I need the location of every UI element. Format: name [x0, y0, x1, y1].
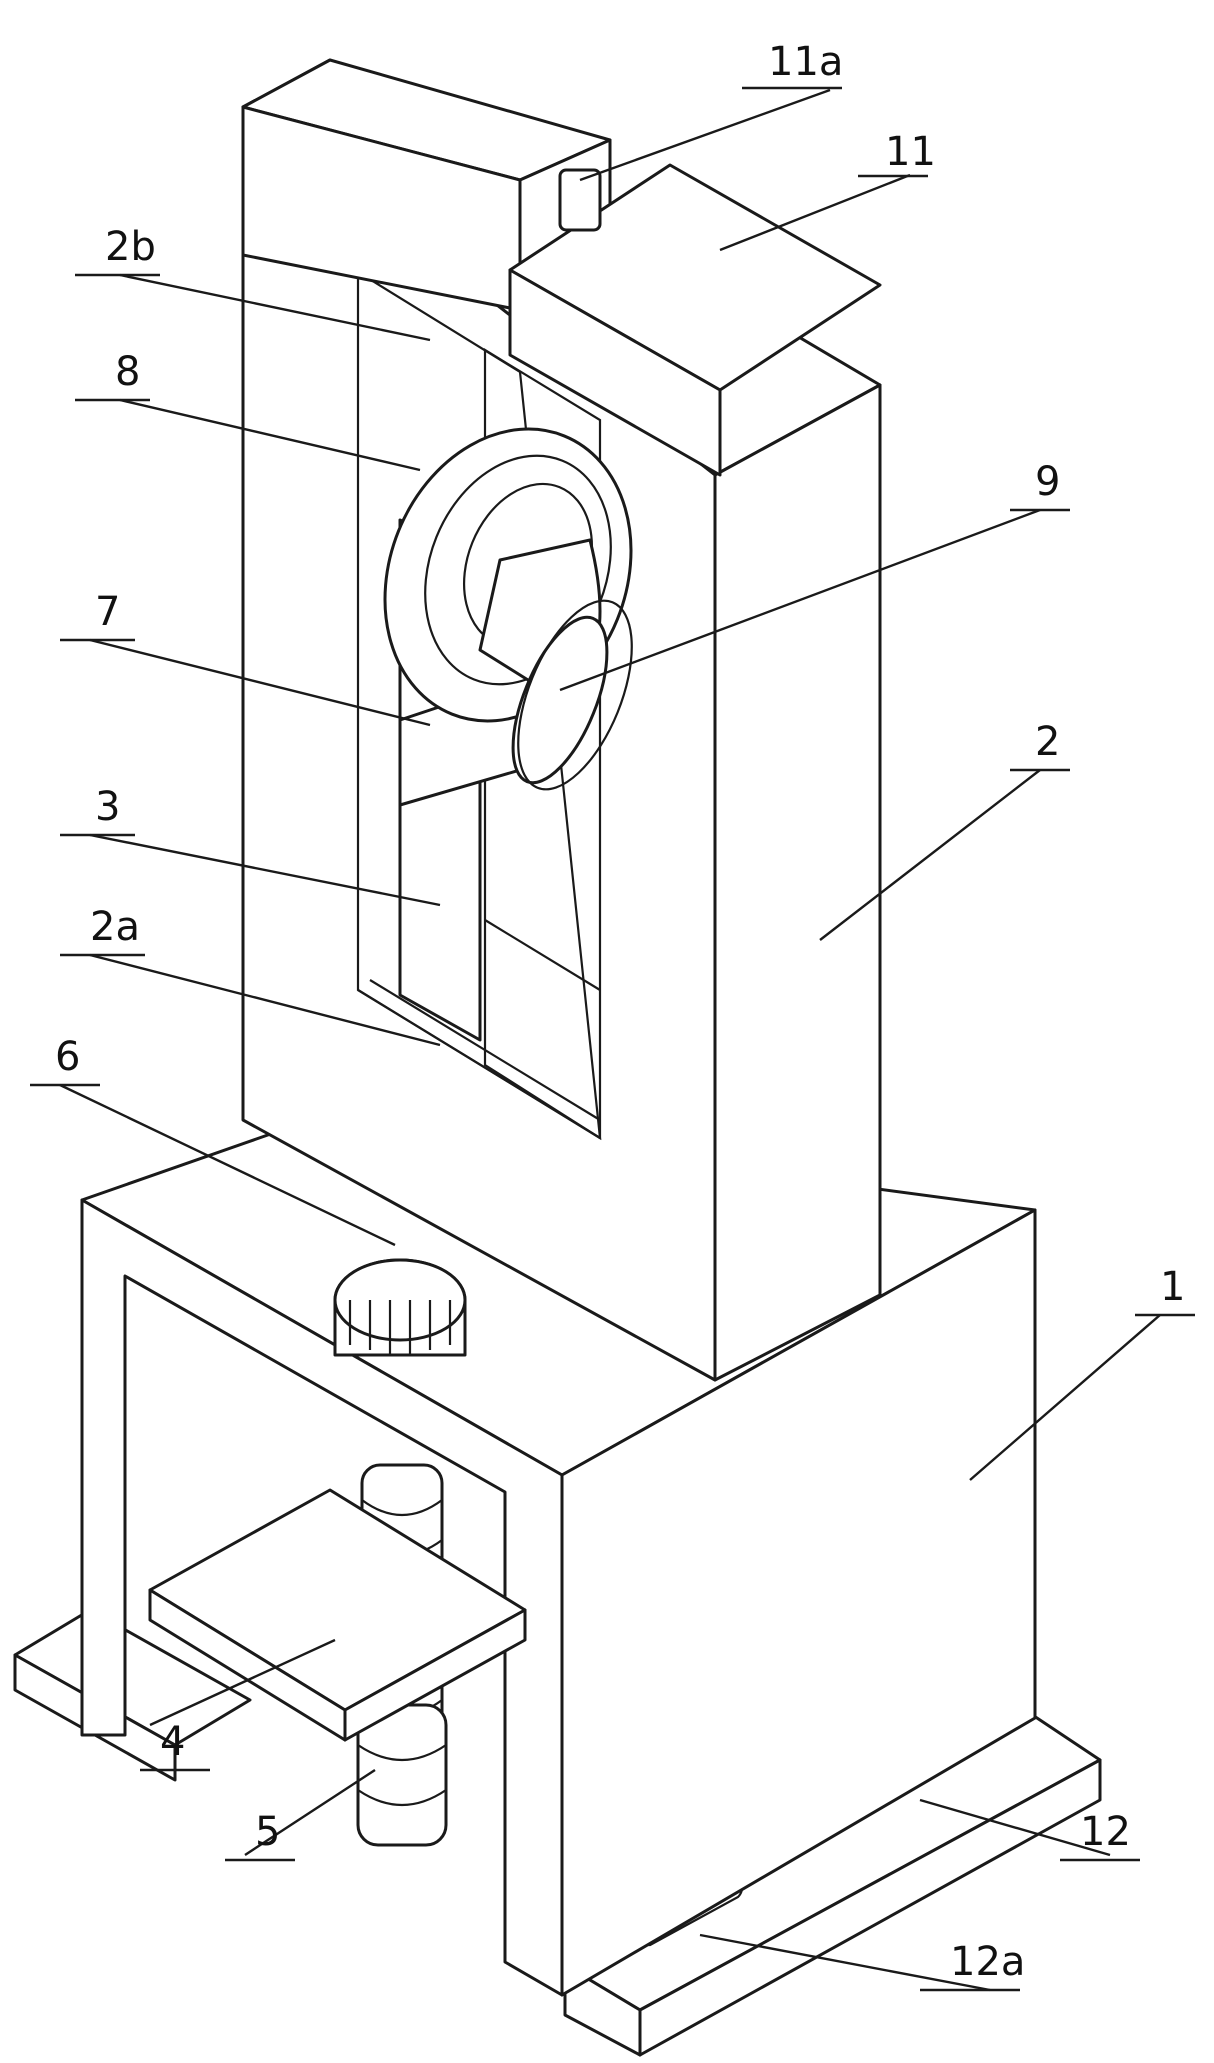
label-8: 8: [115, 349, 140, 395]
leader-11a: [580, 90, 830, 180]
label-5: 5: [255, 1809, 280, 1855]
label-2a: 2a: [90, 904, 140, 950]
adjusting-knob: [335, 1260, 465, 1355]
label-12a: 12a: [950, 1939, 1025, 1985]
label-2b: 2b: [105, 224, 156, 270]
label-11a: 11a: [768, 39, 843, 85]
label-6: 6: [55, 1034, 80, 1080]
label-11: 11: [885, 129, 936, 175]
label-3: 3: [95, 784, 120, 830]
label-12: 12: [1080, 1809, 1131, 1855]
label-9: 9: [1035, 459, 1060, 505]
label-4: 4: [160, 1719, 185, 1765]
label-7: 7: [95, 589, 120, 635]
label-2: 2: [1035, 719, 1060, 765]
label-1: 1: [1160, 1264, 1185, 1310]
